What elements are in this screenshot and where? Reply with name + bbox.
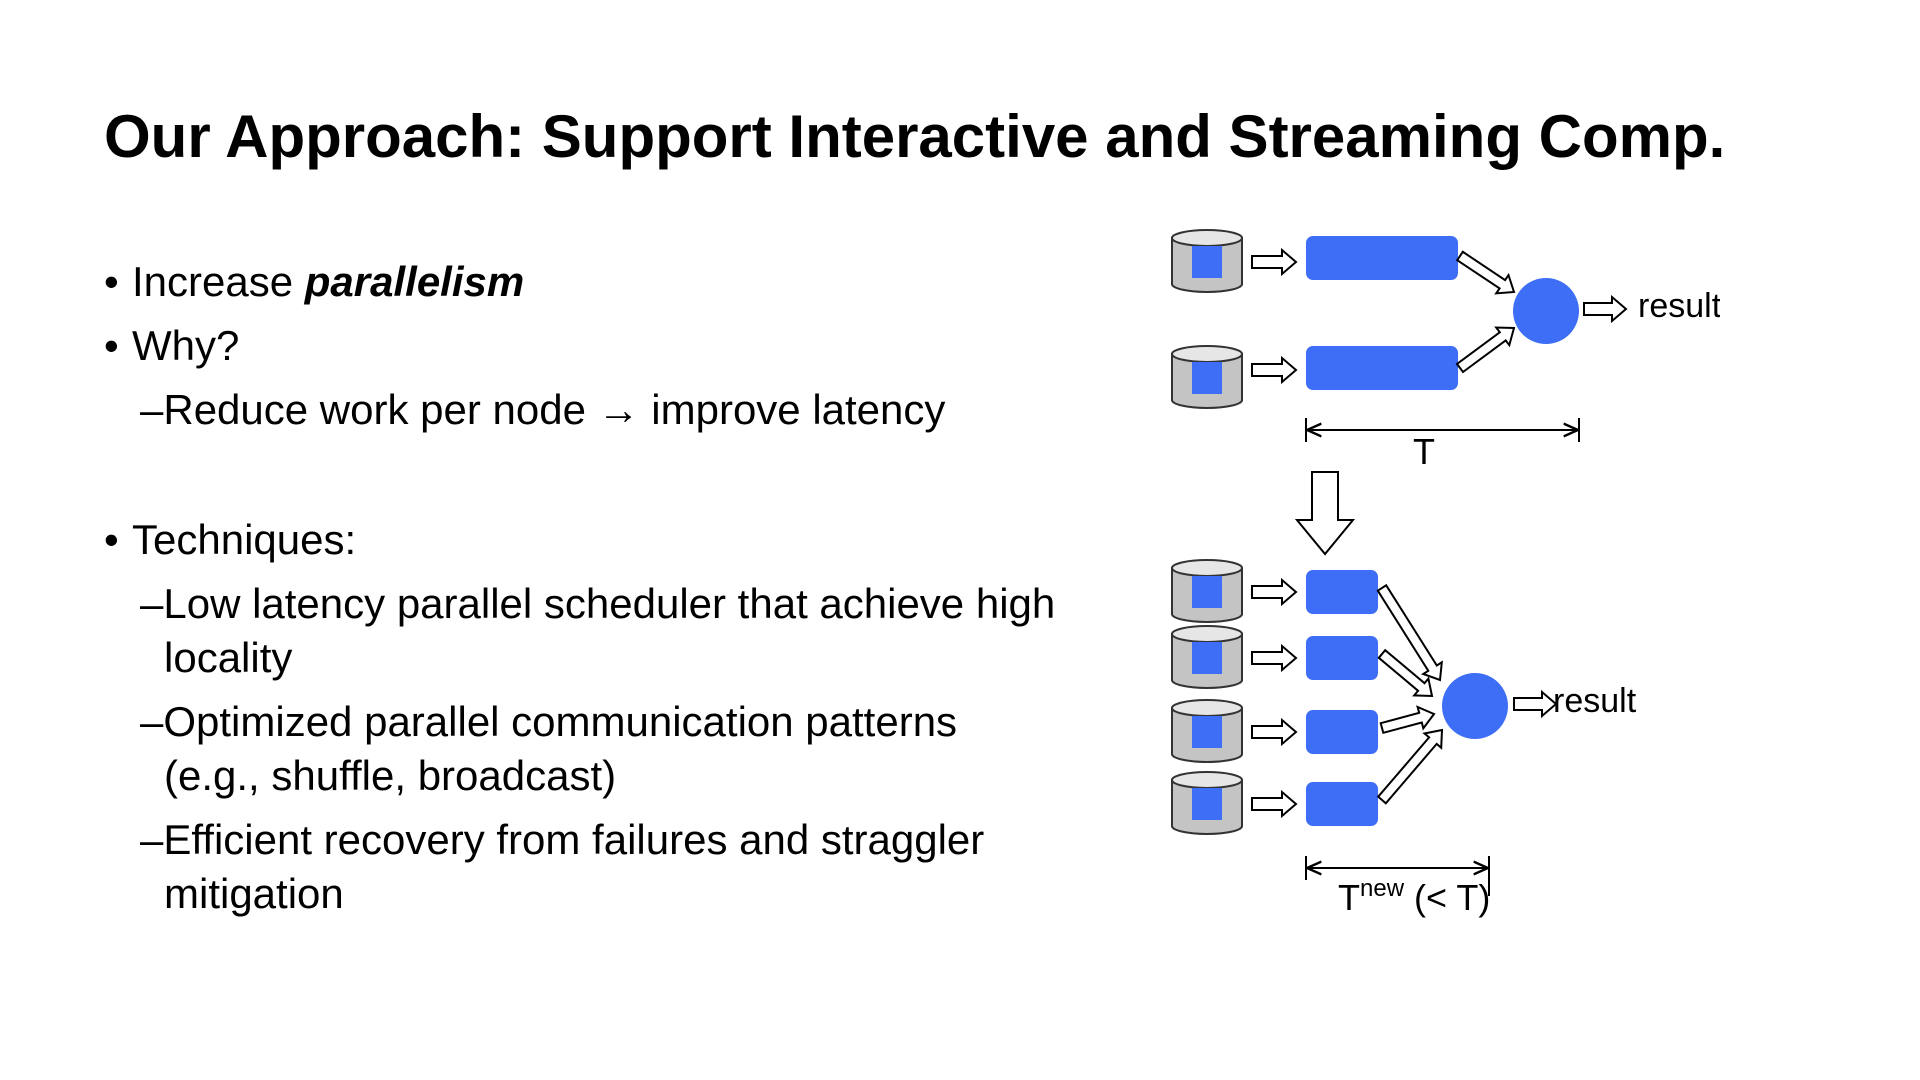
bullet-text: Techniques: [132,516,357,563]
sub-bullet-reduce-work: –Reduce work per node → improve latency [140,386,946,433]
bottom-disk-3-data [1192,716,1222,748]
bullet-emphasis: parallelism [304,258,525,305]
bullet-glyph: • [104,516,119,563]
sub-bullet-communication-cont: (e.g., shuffle, broadcast) [164,752,617,799]
top-disk-1-data [1192,246,1222,278]
bottom-result-label: result [1553,682,1637,720]
bottom-task-4 [1306,782,1378,826]
bottom-time-suffix: (< T) [1404,877,1490,918]
bottom-disk-3-top [1171,699,1243,717]
bottom-input-arrow-2 [1251,643,1298,673]
top-disk-2-data [1192,362,1222,394]
top-time-label: T [1413,431,1435,472]
bullet-glyph: • [104,322,119,369]
top-merge-arrow-1 [1455,250,1516,295]
top-result-label: result [1638,287,1720,325]
bottom-disk-1-data [1192,576,1222,608]
bottom-merge-arrow-1 [1376,583,1444,682]
bottom-time-label: Tnew (< T) [1338,875,1490,918]
top-merge-arrow-2 [1455,326,1516,374]
bottom-disk-2-top [1171,625,1243,643]
bottom-task-3 [1306,710,1378,754]
bottom-time-superscript: new [1360,875,1405,902]
top-input-arrow-1 [1251,247,1298,277]
bullet-why: • Why? [104,319,239,373]
bottom-task-2 [1306,636,1378,680]
bottom-reduce-node [1442,673,1508,739]
top-task-2 [1306,346,1458,390]
bullet-glyph: • [104,258,119,305]
bottom-task-1 [1306,570,1378,614]
bottom-merge-arrow-3 [1379,705,1436,735]
top-result-arrow [1583,294,1628,324]
sub-bullet-recovery-cont: mitigation [164,870,344,917]
bottom-disk-4-data [1192,788,1222,820]
top-disk-2-top [1171,345,1243,363]
sub-bullet-scheduler-cont: locality [164,634,293,681]
bottom-merge-arrow-2 [1377,648,1434,698]
bullet-text: Increase [132,258,305,305]
parallelism-diagram: result T result Tnew (< T) [1160,220,1720,940]
bottom-merge-arrow-4 [1376,728,1444,805]
bullet-text: Why? [132,322,240,369]
top-task-1 [1306,236,1458,280]
top-disk-1-top [1171,229,1243,247]
bottom-input-arrow-4 [1251,789,1298,819]
transition-down-arrow [1294,471,1356,556]
top-input-arrow-2 [1251,355,1298,385]
slide-title: Our Approach: Support Interactive and St… [104,103,1726,170]
bottom-input-arrow-3 [1251,717,1298,747]
bottom-disk-4-top [1171,771,1243,789]
bottom-disk-2-data [1192,642,1222,674]
sub-bullet-scheduler: –Low latency parallel scheduler that ach… [140,580,1056,627]
bottom-disk-1-top [1171,559,1243,577]
bottom-time-base: T [1338,877,1360,918]
bullet-techniques: • Techniques: [104,513,356,567]
bullet-increase-parallelism: • Increase parallelism [104,255,524,309]
sub-bullet-recovery: –Efficient recovery from failures and st… [140,816,985,863]
bottom-result-arrow [1513,689,1558,719]
top-reduce-node [1513,278,1579,344]
bottom-input-arrow-1 [1251,577,1298,607]
sub-bullet-communication: –Optimized parallel communication patter… [140,698,958,745]
